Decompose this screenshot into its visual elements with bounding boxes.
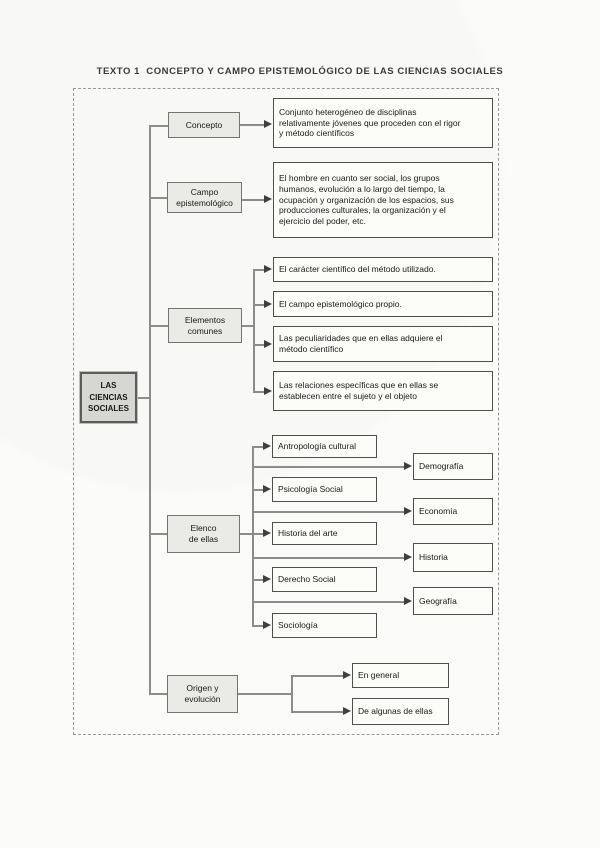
connector-origen-rail	[291, 675, 293, 712]
arrow-icon	[264, 300, 272, 308]
node-concepto: Concepto	[168, 112, 240, 138]
connector-root-trunk	[137, 397, 150, 399]
arrow-icon	[404, 507, 412, 515]
diagram-dashed-frame	[73, 88, 499, 735]
definition-concepto: Conjunto heterogéneo de disciplinas rela…	[273, 98, 493, 148]
connector-origen-o2	[291, 711, 344, 713]
arrow-icon	[263, 575, 271, 583]
definition-campo: El hombre en cuanto ser social, los grup…	[273, 162, 493, 238]
arrow-icon	[263, 621, 271, 629]
arrow-icon	[264, 387, 272, 395]
connector-trunk-campo	[149, 197, 167, 199]
connector-elenco-r3	[252, 557, 405, 559]
disciplina-historia: Historia	[413, 543, 493, 572]
connector-elenco-r2	[252, 511, 405, 513]
connector-elementos-item3	[253, 344, 266, 346]
node-origen-evolucion: Origen y evolución	[167, 675, 238, 713]
connector-elenco-stem	[240, 533, 253, 535]
elemento-comun-item: El carácter científico del método utiliz…	[273, 257, 493, 282]
arrow-icon	[264, 120, 272, 128]
connector-campo-def	[242, 199, 266, 201]
connector-trunk	[149, 125, 151, 694]
disciplina-geografia: Geografía	[413, 587, 493, 615]
disciplina-demografia: Demografía	[413, 453, 493, 480]
arrow-icon	[264, 265, 272, 273]
connector-origen-stem	[238, 693, 292, 695]
arrow-icon	[404, 597, 412, 605]
connector-elenco-d1	[252, 446, 265, 448]
connector-elementos-item4	[253, 391, 266, 393]
connector-origen-o1	[291, 675, 344, 677]
disciplina-economia: Economía	[413, 498, 493, 525]
arrow-icon	[264, 340, 272, 348]
connector-trunk-elementos	[149, 325, 168, 327]
connector-elenco-d4	[252, 579, 265, 581]
connector-trunk-origen	[149, 693, 167, 695]
arrow-icon	[263, 442, 271, 450]
disciplina-psicologia: Psicología Social	[272, 477, 377, 502]
arrow-icon	[343, 671, 351, 679]
connector-elementos-stem	[242, 325, 254, 327]
arrow-icon	[404, 462, 412, 470]
arrow-icon	[263, 529, 271, 537]
connector-elenco-d5	[252, 625, 265, 627]
node-elenco-de-ellas: Elenco de ellas	[167, 515, 240, 553]
connector-trunk-elenco	[149, 533, 167, 535]
connector-elenco-d3	[252, 533, 265, 535]
node-elementos-comunes: Elementos comunes	[168, 308, 242, 343]
connector-elenco-d2	[252, 489, 265, 491]
connector-trunk-concepto	[149, 125, 168, 127]
node-ciencias-sociales: LAS CIENCIAS SOCIALES	[80, 372, 137, 423]
disciplina-antropologia: Antropología cultural	[272, 435, 377, 458]
arrow-icon	[264, 195, 272, 203]
connector-elementos-rail	[253, 269, 255, 392]
connector-elementos-item1	[253, 269, 266, 271]
origen-en-general: En general	[352, 663, 449, 688]
elemento-comun-item: Las relaciones específicas que en ellas …	[273, 371, 493, 411]
connector-elenco-r4	[252, 601, 405, 603]
connector-elenco-rail	[252, 446, 254, 626]
disciplina-historia-arte: Historia del arte	[272, 522, 377, 545]
disciplina-sociologia: Sociología	[272, 613, 377, 638]
arrow-icon	[263, 485, 271, 493]
connector-elementos-item2	[253, 304, 266, 306]
page-title: TEXTO 1 CONCEPTO Y CAMPO EPISTEMOLÓGICO …	[96, 66, 504, 77]
arrow-icon	[343, 707, 351, 715]
origen-de-algunas: De algunas de ellas	[352, 698, 449, 725]
node-campo-epistemologico: Campo epistemológico	[167, 182, 242, 213]
elemento-comun-item: Las peculiaridades que en ellas adquiere…	[273, 326, 493, 362]
connector-concepto-def	[240, 124, 266, 126]
elemento-comun-item: El campo epistemológico propio.	[273, 291, 493, 317]
arrow-icon	[404, 553, 412, 561]
connector-elenco-r1	[252, 466, 405, 468]
disciplina-derecho: Derecho Social	[272, 567, 377, 592]
